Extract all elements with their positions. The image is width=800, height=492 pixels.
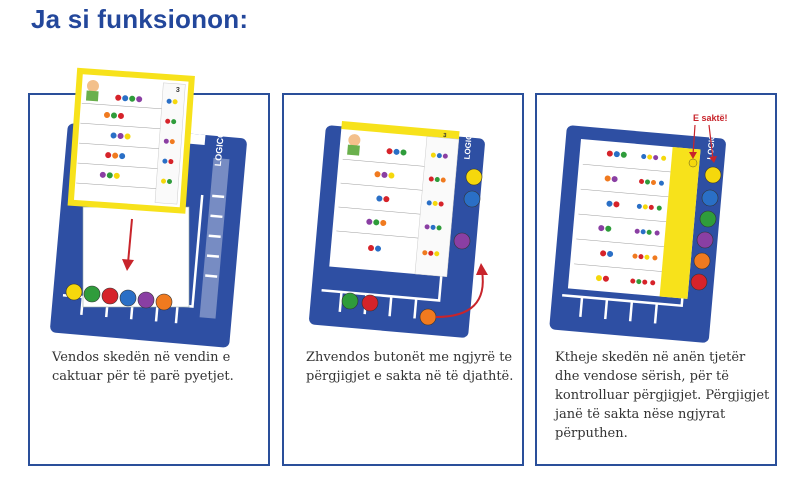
placed-buttons xyxy=(453,168,483,250)
correct-label: E saktë! xyxy=(693,113,728,123)
step-3-illustration: LOGICO xyxy=(549,113,728,343)
step-1-illustration: LOGICO 3 xyxy=(50,67,247,348)
logico-logo: LOGICO xyxy=(213,130,226,166)
logico-logo: LOGICO xyxy=(463,128,475,160)
card-number: 3 xyxy=(176,87,180,94)
step-2-illustration: LOGICO 3 xyxy=(309,120,488,338)
step-panel-3: LOGICO xyxy=(535,93,777,466)
colored-buttons xyxy=(65,283,173,311)
step-3-caption: Ktheje skedën në anën tjetër dhe vendose… xyxy=(555,350,770,441)
step-panel-2: LOGICO 3 xyxy=(282,93,524,466)
page-title: Ja si funksionon: xyxy=(31,4,249,34)
move-arrow xyxy=(435,263,488,318)
question-card: 3 xyxy=(67,67,195,214)
answer-card xyxy=(567,139,701,299)
correct-callout: E saktë! xyxy=(688,113,728,168)
insert-arrow xyxy=(122,218,134,271)
step-panel-1: LOGICO 3 xyxy=(28,67,270,466)
placed-buttons xyxy=(690,166,722,291)
step-2-caption: Zhvendos butonët me ngjyrë te përgjigjet… xyxy=(306,350,514,384)
step-1-caption: Vendos skedën në vendin e caktuar për të… xyxy=(52,350,234,384)
colored-buttons xyxy=(341,292,437,326)
card-number: 3 xyxy=(443,133,448,139)
question-card: 3 xyxy=(329,120,460,277)
